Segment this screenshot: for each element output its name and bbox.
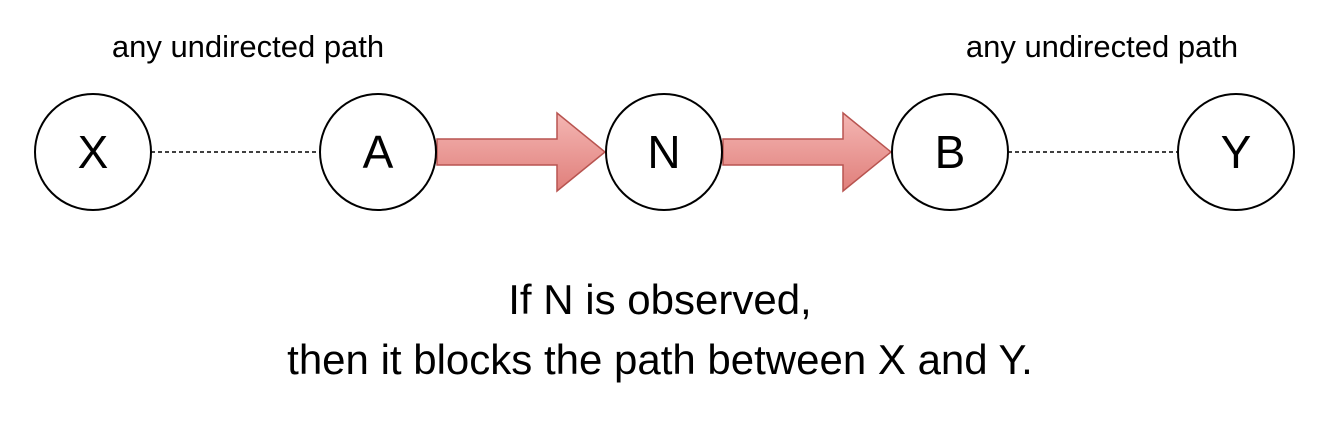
node-b-label: B (935, 126, 966, 178)
caption-line-2: then it blocks the path between X and Y. (287, 336, 1033, 383)
node-n: N (605, 93, 723, 211)
node-y-label: Y (1221, 126, 1252, 178)
node-a-label: A (363, 126, 394, 178)
right-path-label: any undirected path (966, 29, 1238, 64)
node-x: X (34, 93, 152, 211)
node-x-label: X (78, 126, 109, 178)
left-path-label: any undirected path (112, 29, 384, 64)
arrow-n-to-b (722, 111, 893, 193)
node-n-label: N (647, 126, 680, 178)
node-a: A (319, 93, 437, 211)
node-b: B (891, 93, 1009, 211)
arrow-a-to-n (436, 111, 607, 193)
caption-line-1: If N is observed, (508, 276, 811, 323)
node-y: Y (1177, 93, 1295, 211)
